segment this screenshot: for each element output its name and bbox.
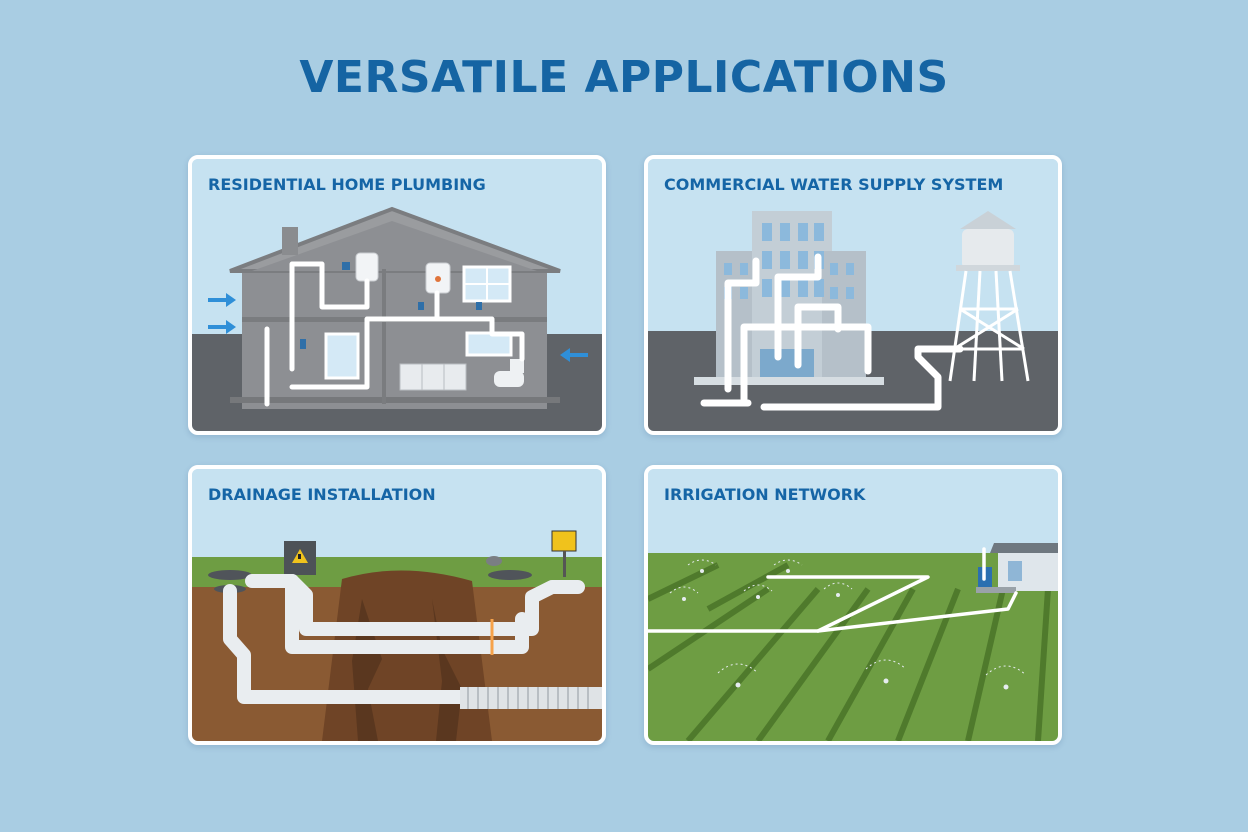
panel-residential-home-plumbing: RESIDENTIAL HOME PLUMBING — [188, 155, 606, 435]
page-title: VERSATILE APPLICATIONS — [299, 52, 949, 103]
panel-title-commercial: COMMERCIAL WATER SUPPLY SYSTEM — [664, 175, 1004, 194]
panel-irrigation-network: IRRIGATION NETWORK — [644, 465, 1062, 745]
drain-pipe-illustration — [192, 469, 602, 741]
office-building-illustration — [648, 159, 1058, 431]
water-pump-icon — [976, 543, 1058, 593]
water-tower-illustration — [948, 211, 1030, 382]
sprinkler-field-illustration — [648, 469, 1058, 741]
house-illustration — [192, 159, 602, 431]
panel-commercial-water-supply: COMMERCIAL WATER SUPPLY SYSTEM — [644, 155, 1062, 435]
warning-sign-icon — [284, 541, 316, 575]
panel-title-irrigation: IRRIGATION NETWORK — [664, 485, 866, 504]
panel-title-residential: RESIDENTIAL HOME PLUMBING — [208, 175, 486, 194]
panel-drainage-installation: DRAINAGE INSTALLATION — [188, 465, 606, 745]
panel-title-drainage: DRAINAGE INSTALLATION — [208, 485, 436, 504]
